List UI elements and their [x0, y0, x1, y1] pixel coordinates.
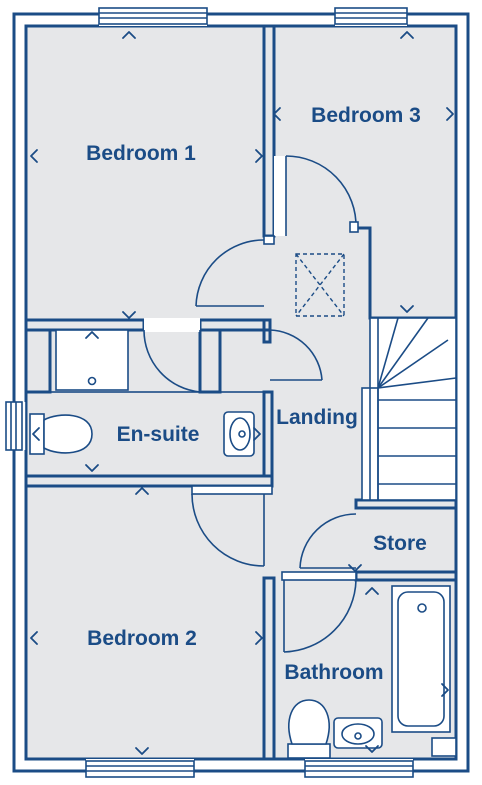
door-bathroom: [281, 571, 357, 653]
bath-icon: [391, 585, 451, 733]
window-ensuite: [4, 401, 26, 451]
door-bedroom3: [274, 155, 359, 236]
door-airing: [269, 329, 323, 381]
shower-tray-icon: [55, 329, 129, 391]
door-bedroom1: [195, 235, 275, 307]
window-bedroom1: [98, 6, 208, 26]
label-landing: Landing: [276, 406, 358, 429]
window-bedroom2: [85, 759, 195, 781]
window-bedroom3: [334, 6, 408, 26]
outer-wall: [12, 12, 470, 773]
label-bedroom3: Bedroom 3: [311, 104, 421, 127]
loft-hatch-icon: [295, 253, 345, 317]
label-ensuite: En-suite: [117, 423, 200, 446]
toilet-ensuite-icon: [29, 413, 93, 455]
window-bathroom: [304, 759, 414, 781]
door-ensuite: [143, 318, 201, 393]
door-bedroom2: [191, 485, 273, 567]
door-store: [299, 513, 357, 569]
dimension-chevron-icon: [30, 31, 454, 755]
staircase: [361, 317, 457, 501]
toilet-bathroom-icon: [287, 699, 331, 759]
label-bedroom1: Bedroom 1: [86, 142, 196, 165]
label-store: Store: [373, 532, 427, 555]
basin-bathroom-icon: [333, 717, 383, 749]
label-bathroom: Bathroom: [284, 661, 383, 684]
label-bedroom2: Bedroom 2: [87, 627, 197, 650]
basin-ensuite-icon: [223, 411, 255, 457]
bathroom-cupboard: [431, 737, 457, 757]
